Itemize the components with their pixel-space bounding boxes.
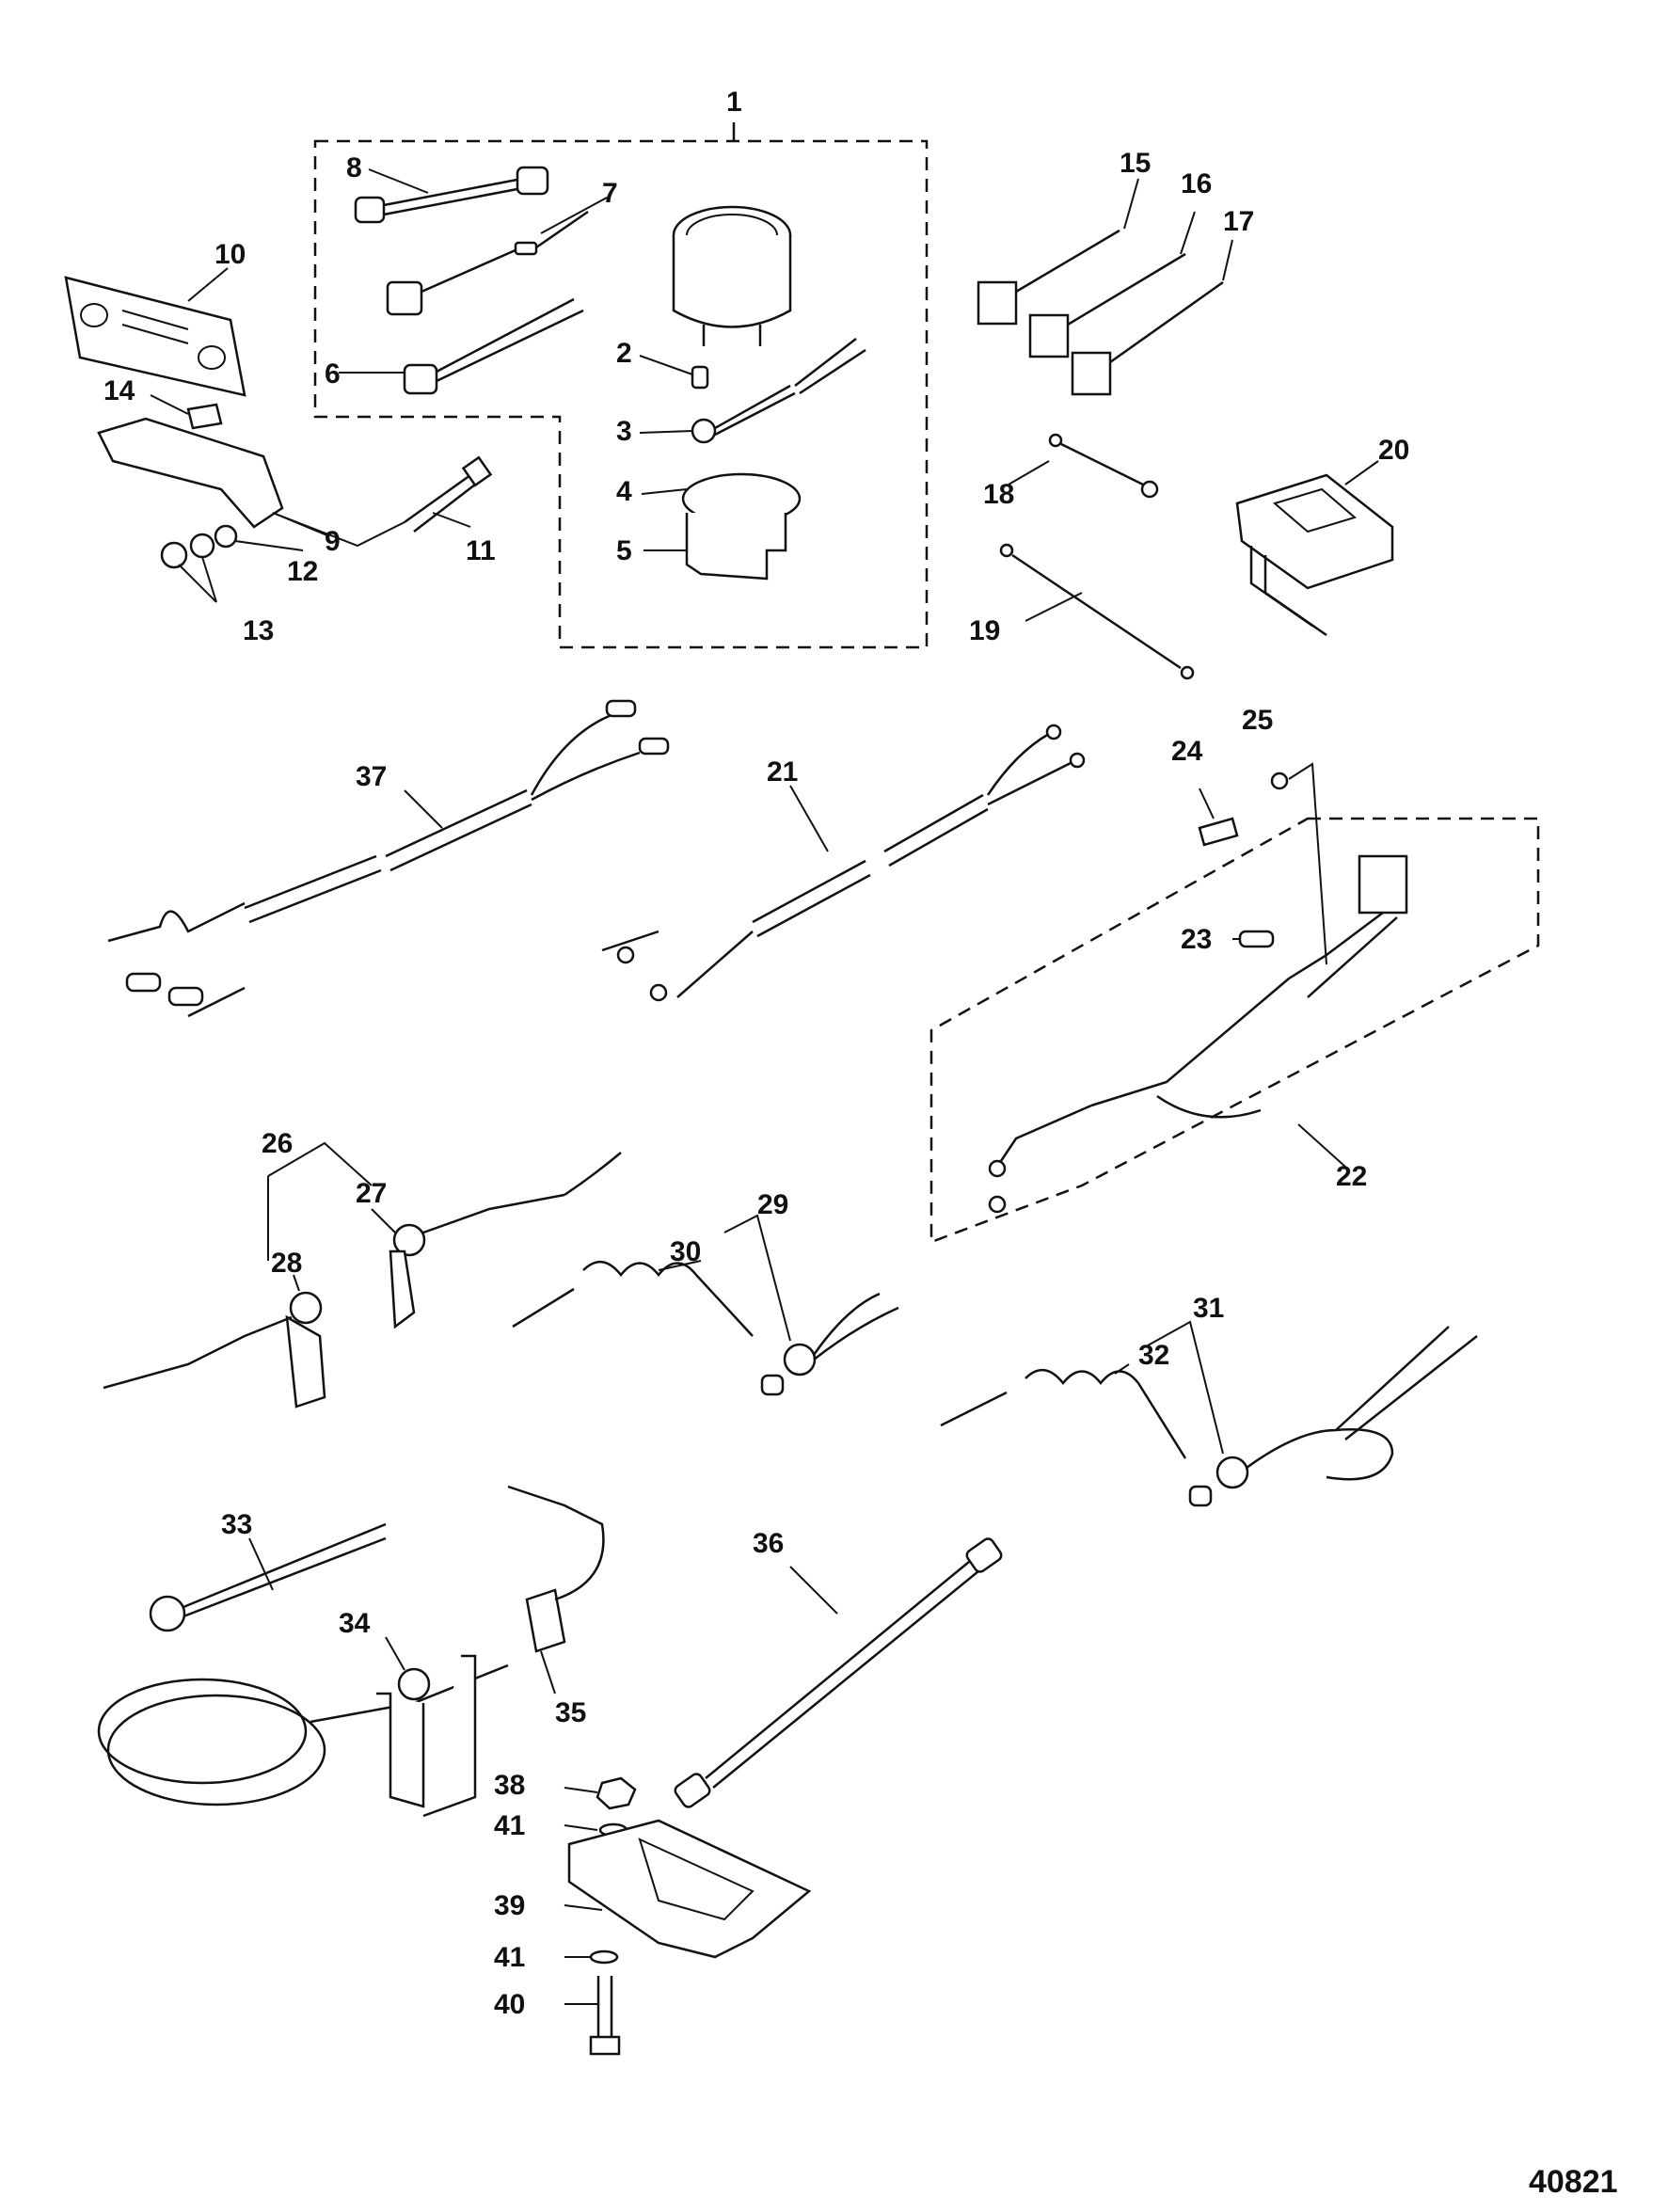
callout-17: 17 [1223, 206, 1254, 237]
callout-15: 15 [1120, 148, 1151, 179]
part-28-switch [103, 1291, 326, 1408]
part-8-harness [354, 166, 549, 224]
callout-labels: 1 2 3 4 5 6 7 8 9 10 11 12 13 14 15 16 1… [103, 87, 1409, 2020]
callout-39: 39 [494, 1890, 525, 1921]
callout-22: 22 [1336, 1161, 1367, 1192]
part-12-washer [214, 524, 238, 549]
callout-41b: 41 [494, 1942, 525, 1973]
part-27-switch [389, 1152, 622, 1329]
part-19-lead [999, 543, 1195, 680]
group-22-dashed-outline [929, 817, 1540, 1244]
part-24-screw [1198, 817, 1239, 847]
callout-32: 32 [1138, 1340, 1169, 1371]
part-35-clip [525, 1588, 566, 1653]
callout-29: 29 [757, 1189, 788, 1220]
callout-33: 33 [221, 1509, 252, 1540]
part-23-fuse [1238, 930, 1275, 948]
callout-41a: 41 [494, 1810, 525, 1841]
part-36-cable [674, 1537, 1003, 1808]
group-1-dashed-outline [313, 139, 929, 649]
part-21-harness [601, 724, 1086, 1002]
part-22-harness [988, 854, 1408, 1214]
part-37-harness [107, 699, 670, 1018]
part-41-washer [589, 1949, 619, 1965]
callout-18: 18 [983, 479, 1014, 510]
part-25-washer [1270, 772, 1289, 790]
callout-12: 12 [287, 556, 318, 587]
part-7-lead [386, 210, 589, 316]
part-15-connector [977, 229, 1120, 326]
callout-11: 11 [466, 535, 496, 566]
callout-2: 2 [616, 338, 632, 369]
leader-lines [150, 168, 1379, 2005]
callout-36: 36 [753, 1528, 784, 1559]
part-11-bolt [404, 455, 493, 533]
part-30-lanyard [512, 1261, 754, 1337]
callout-7: 7 [602, 178, 618, 209]
callout-31: 31 [1193, 1293, 1224, 1324]
callout-4: 4 [616, 476, 632, 507]
part-39-bracket [567, 1819, 812, 1959]
part-40-bolt [589, 1976, 621, 2056]
callout-14: 14 [103, 375, 135, 406]
part-2-bulb [691, 365, 709, 390]
part-29-switch [760, 1292, 899, 1396]
part-17-connector [1071, 280, 1224, 396]
callout-13: 13 [243, 615, 274, 646]
callout-5: 5 [616, 535, 632, 566]
part-6-harness [403, 297, 584, 395]
part-32-lanyard [940, 1369, 1187, 1459]
part-13-nut [160, 541, 188, 569]
callout-8: 8 [346, 152, 362, 183]
callout-34: 34 [339, 1608, 371, 1639]
part-18-lead [1048, 433, 1159, 499]
callout-24: 24 [1171, 736, 1203, 767]
callout-10: 10 [214, 239, 246, 270]
callout-40: 40 [494, 1989, 525, 2020]
callout-21: 21 [767, 756, 798, 788]
callout-23: 23 [1181, 924, 1212, 955]
part-10-plate [64, 276, 246, 397]
callout-38: 38 [494, 1770, 525, 1801]
callout-20: 20 [1378, 435, 1409, 466]
callout-28: 28 [271, 1248, 302, 1279]
part-5-bracket [685, 513, 787, 581]
part-20-rectifier [1235, 473, 1394, 637]
callout-16: 16 [1181, 168, 1212, 199]
part-13-nut [189, 533, 215, 559]
part-3-socket [691, 338, 866, 444]
gauge [672, 205, 792, 346]
figure-id: 40821 [1529, 2164, 1618, 2200]
callout-1: 1 [726, 87, 742, 118]
part-9-bracket [97, 417, 284, 529]
part-38-nut [596, 1776, 637, 1810]
part-34-switch [97, 1654, 509, 1818]
callout-37: 37 [356, 761, 387, 792]
part-14-screw [186, 403, 223, 430]
callout-27: 27 [356, 1178, 387, 1209]
callout-30: 30 [670, 1236, 701, 1267]
part-33-switch [149, 1522, 387, 1632]
callout-35: 35 [555, 1697, 586, 1728]
callout-25: 25 [1242, 705, 1273, 736]
part-31-switch [1188, 1326, 1478, 1507]
part-16-connector [1028, 252, 1186, 358]
callout-6: 6 [325, 358, 341, 390]
callout-3: 3 [616, 416, 632, 447]
callout-26: 26 [262, 1128, 293, 1159]
callout-9: 9 [325, 526, 341, 557]
callout-19: 19 [969, 615, 1000, 646]
